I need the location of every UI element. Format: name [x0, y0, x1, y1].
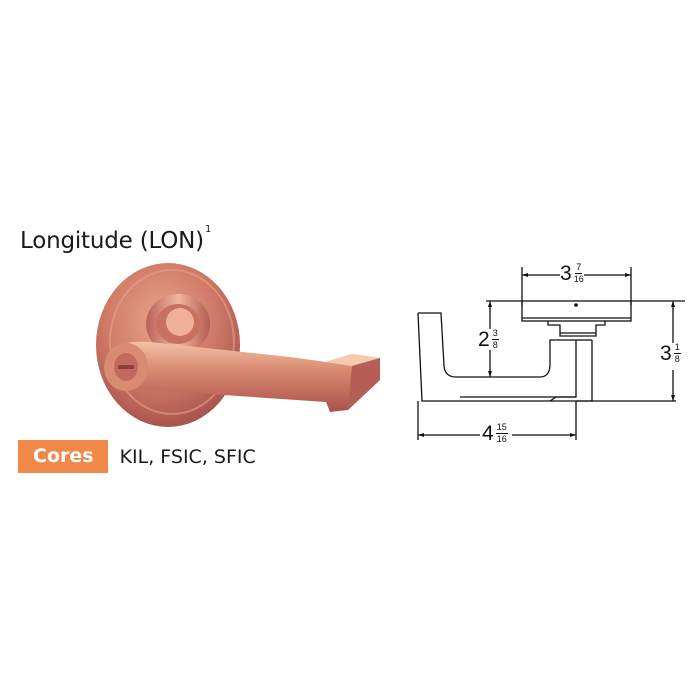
dim-numerator: 7 — [575, 262, 583, 274]
dim-denominator: 16 — [496, 434, 507, 444]
dim-denominator: 16 — [573, 274, 584, 284]
dim-denominator: 8 — [492, 340, 498, 350]
cores-badge: Cores — [18, 440, 108, 473]
dim-numerator: 15 — [495, 422, 508, 434]
dim-whole: 2 — [478, 328, 490, 351]
lever-arm — [110, 341, 380, 412]
footnote-marker: 1 — [204, 224, 212, 235]
product-title: Longitude (LON)1 — [20, 224, 211, 254]
dim-whole: 3 — [560, 262, 572, 285]
dim-numerator: 1 — [673, 342, 681, 354]
cores-values: KIL, FSIC, SFIC — [119, 445, 256, 468]
lever-handle-image — [96, 263, 380, 427]
product-title-text: Longitude (LON) — [20, 228, 204, 254]
dim-whole: 3 — [660, 342, 672, 365]
dim-numerator: 3 — [491, 328, 499, 340]
dim-whole: 4 — [482, 422, 494, 445]
cores-row: Cores KIL, FSIC, SFIC — [18, 440, 256, 473]
dim-denominator: 8 — [674, 354, 680, 364]
